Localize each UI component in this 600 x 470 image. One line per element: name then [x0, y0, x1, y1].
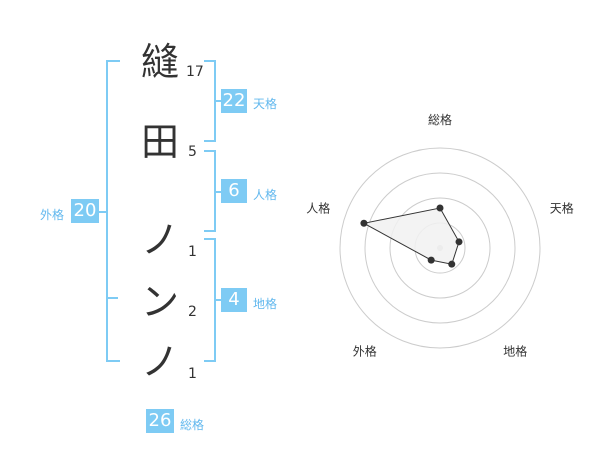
stroke-count-2: 5 [188, 144, 197, 160]
radar-axis-label-5: 人格 [306, 200, 330, 215]
radar-ring [364, 172, 516, 324]
radar-axis-label-3: 地格 [503, 344, 527, 359]
radar-point-3 [448, 260, 456, 268]
radar-ring [414, 222, 466, 274]
soukaku-value: 26 [146, 409, 174, 433]
tenkaku-bracket-tick [216, 100, 222, 102]
radar-point-4 [427, 256, 435, 264]
soukaku-label: 総格 [180, 418, 205, 432]
jinkaku-label: 人格 [253, 188, 278, 202]
radar-axis-label-1: 総格 [428, 112, 452, 127]
radar-point-2 [455, 238, 463, 246]
name-char-3: ノ [140, 218, 179, 262]
tenkaku-value: 22 [221, 89, 247, 113]
chikaku-value: 4 [221, 288, 247, 312]
gaikaku-label: 外格 [40, 208, 65, 222]
jinkaku-value: 6 [221, 179, 247, 203]
gaikaku-value: 20 [71, 199, 99, 223]
chikaku-label: 地格 [253, 297, 278, 311]
chikaku-bracket-tick [216, 299, 222, 301]
gaikaku-bracket [106, 60, 120, 362]
stroke-count-1: 17 [186, 64, 204, 80]
chikaku-bracket [204, 238, 216, 362]
gaikaku-bracket-mid [106, 297, 118, 299]
tenkaku-bracket [204, 60, 216, 142]
name-char-2: 田 [140, 120, 179, 164]
stroke-count-4: 2 [188, 304, 197, 320]
radar-center-dot [437, 245, 443, 251]
radar-ring [339, 147, 541, 349]
jinkaku-bracket [204, 150, 216, 232]
radar-polygon [362, 207, 460, 265]
radar-axis-label-4: 外格 [353, 344, 377, 359]
name-char-5: ノ [140, 340, 179, 384]
radar-axis-label-2: 天格 [550, 200, 574, 215]
name-char-4: ン [140, 280, 179, 324]
stroke-count-5: 1 [188, 366, 197, 382]
radar-point-1 [436, 204, 444, 212]
gaikaku-bracket-tick [96, 211, 106, 213]
radar-point-5 [360, 219, 368, 227]
stroke-count-3: 1 [188, 244, 197, 260]
jinkaku-bracket-tick [216, 191, 222, 193]
radar-ring [389, 197, 491, 299]
tenkaku-label: 天格 [253, 97, 278, 111]
name-char-1: 縫 [140, 40, 179, 84]
